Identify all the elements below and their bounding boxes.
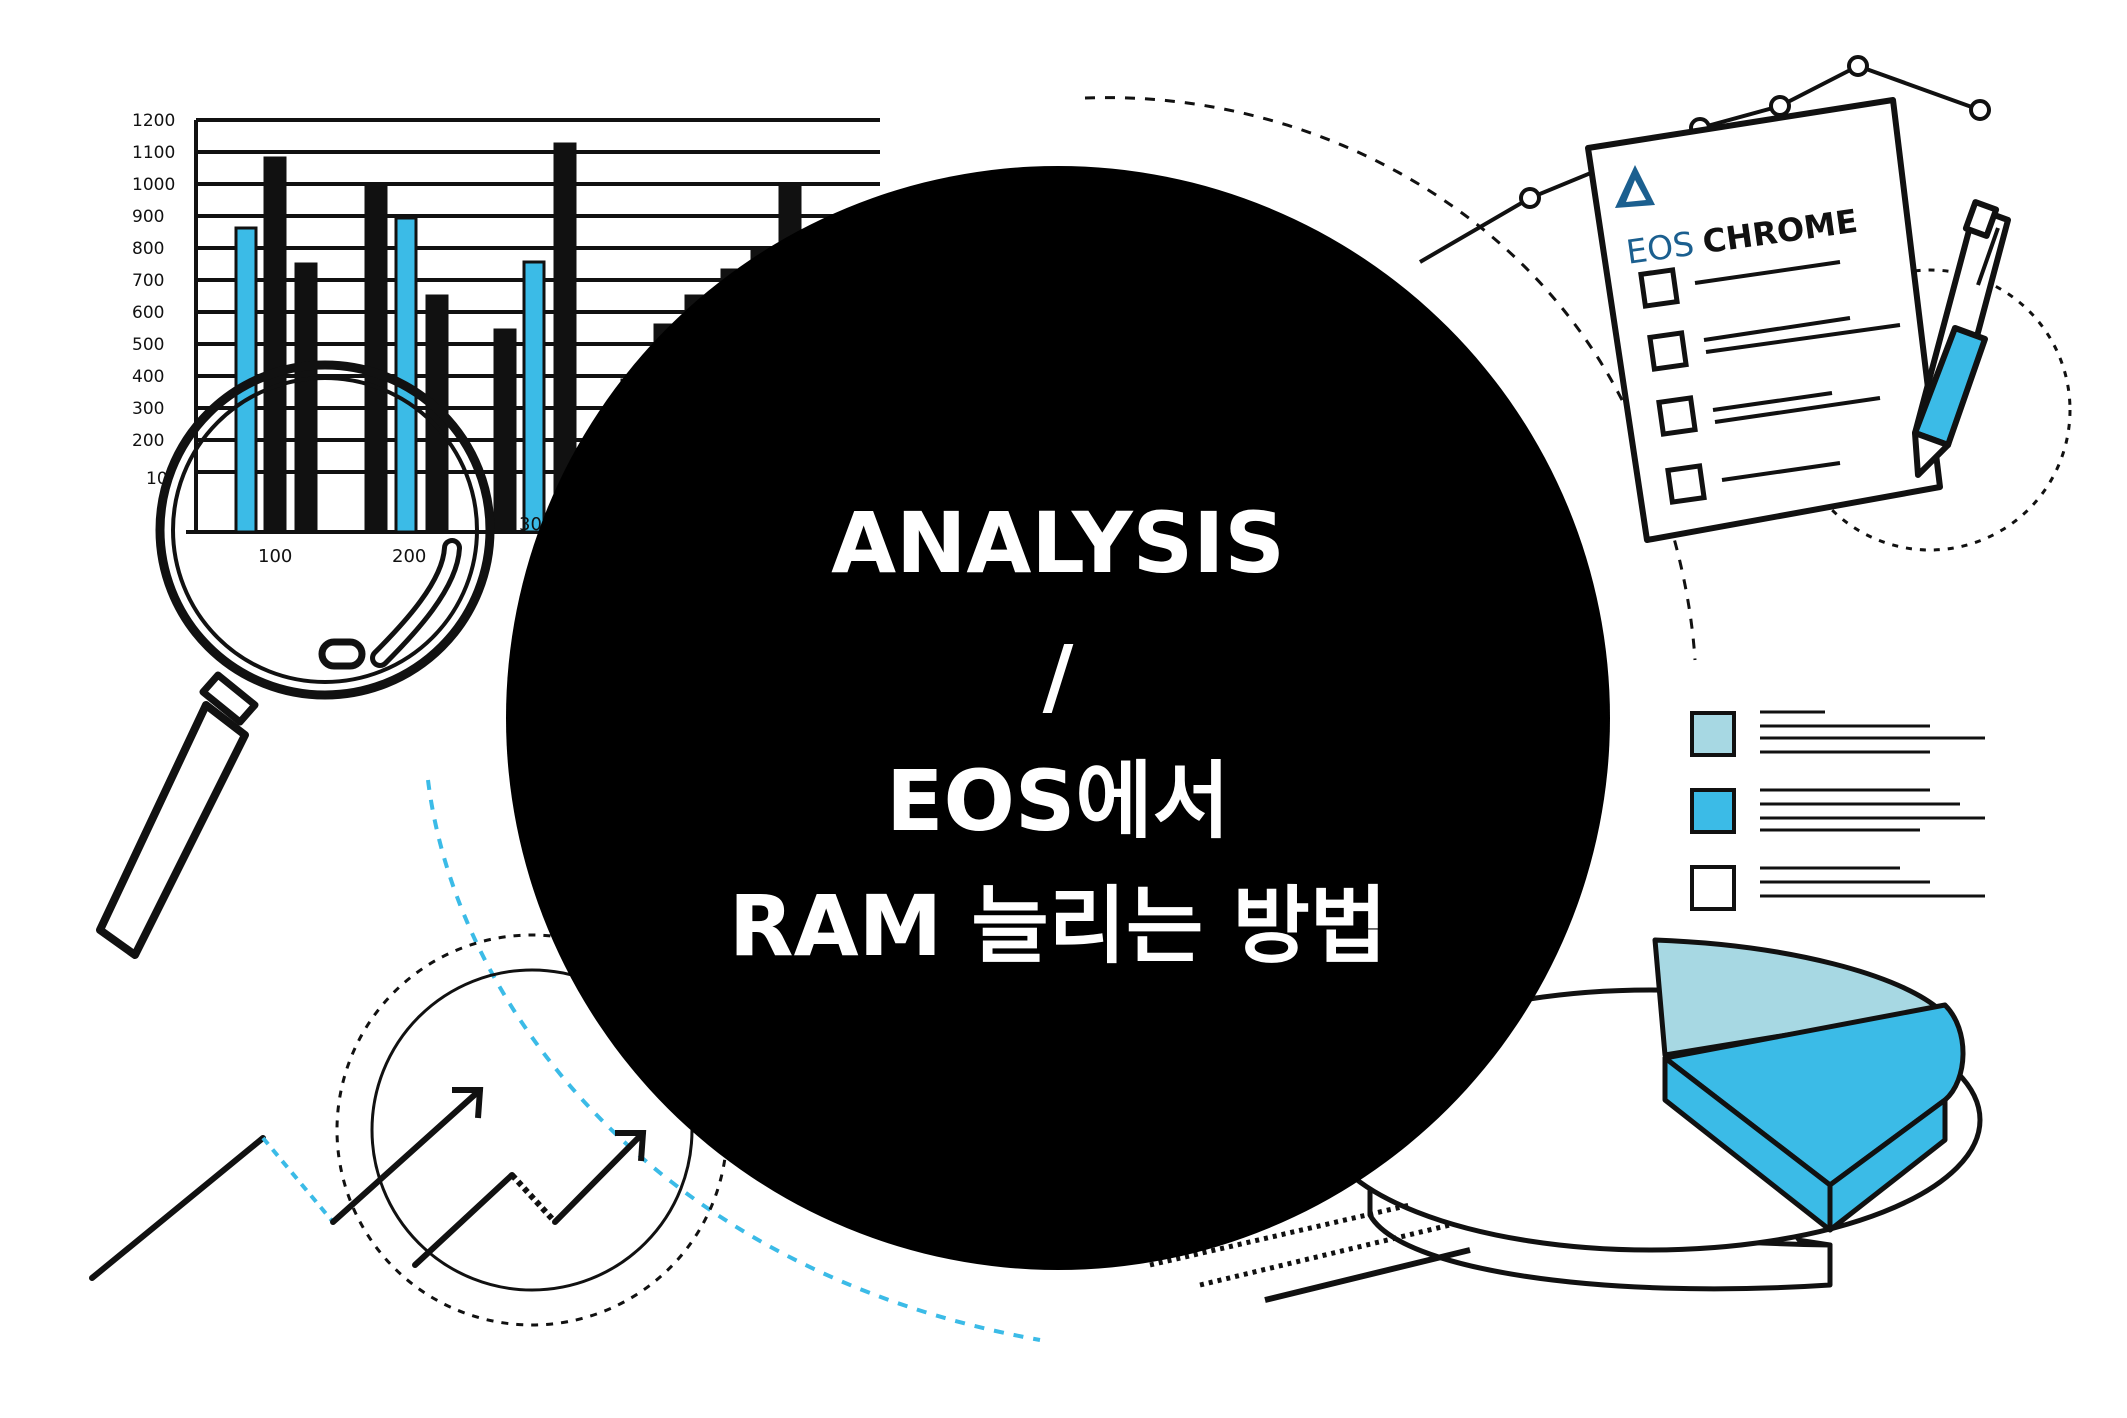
y-tick-800: 800 xyxy=(132,239,164,259)
chart-bar xyxy=(394,216,418,534)
x-tick-100: 100 xyxy=(258,546,292,567)
chart-bar xyxy=(522,260,546,534)
y-tick-1000: 1000 xyxy=(132,175,175,195)
y-tick-200: 200 xyxy=(132,431,164,451)
legend-swatch-white xyxy=(1690,865,1736,911)
pie-chart xyxy=(1149,937,1983,1303)
y-tick-500: 500 xyxy=(132,335,164,355)
chart-bar xyxy=(294,262,318,534)
checkbox-4 xyxy=(1665,463,1707,505)
x-tick-200: 200 xyxy=(392,546,426,567)
doc-brand-prefix: EOS xyxy=(1624,224,1697,272)
checkbox-3 xyxy=(1656,395,1698,437)
y-tick-1200: 1200 xyxy=(132,111,175,131)
arrow-up-icon-2 xyxy=(552,1130,646,1225)
magnifier-icon xyxy=(96,360,495,959)
y-tick-900: 900 xyxy=(132,207,164,227)
legend xyxy=(1690,710,1985,911)
legend-swatch-light xyxy=(1690,711,1736,757)
headline-line-3: EOS에서 xyxy=(886,752,1230,850)
eos-logo-icon xyxy=(1615,165,1655,208)
chart-y-ticks: 1200 1100 1000 900 800 700 600 500 400 3… xyxy=(132,111,175,489)
arrow-up-icon-1 xyxy=(330,1087,483,1225)
headline-line-1: ANALYSIS xyxy=(831,494,1285,592)
checklist-document: EOS CHROME xyxy=(1585,97,1943,543)
chart-bar xyxy=(364,184,388,534)
chart-bar xyxy=(263,156,287,534)
headline-line-2: / xyxy=(1043,627,1074,725)
legend-swatch-blue xyxy=(1690,788,1736,834)
headline-badge: ANALYSIS / EOS에서 RAM 늘리는 방법 xyxy=(506,166,1610,1270)
y-tick-1100: 1100 xyxy=(132,143,175,163)
headline-line-4: RAM 늘리는 방법 xyxy=(729,877,1387,975)
checkbox-2 xyxy=(1647,330,1689,372)
pen-icon xyxy=(1912,199,2011,478)
chart-bar xyxy=(493,328,517,534)
y-tick-700: 700 xyxy=(132,271,164,291)
y-tick-300: 300 xyxy=(132,399,164,419)
y-tick-400: 400 xyxy=(132,367,164,387)
y-tick-600: 600 xyxy=(132,303,164,323)
checkbox-1 xyxy=(1638,267,1680,309)
